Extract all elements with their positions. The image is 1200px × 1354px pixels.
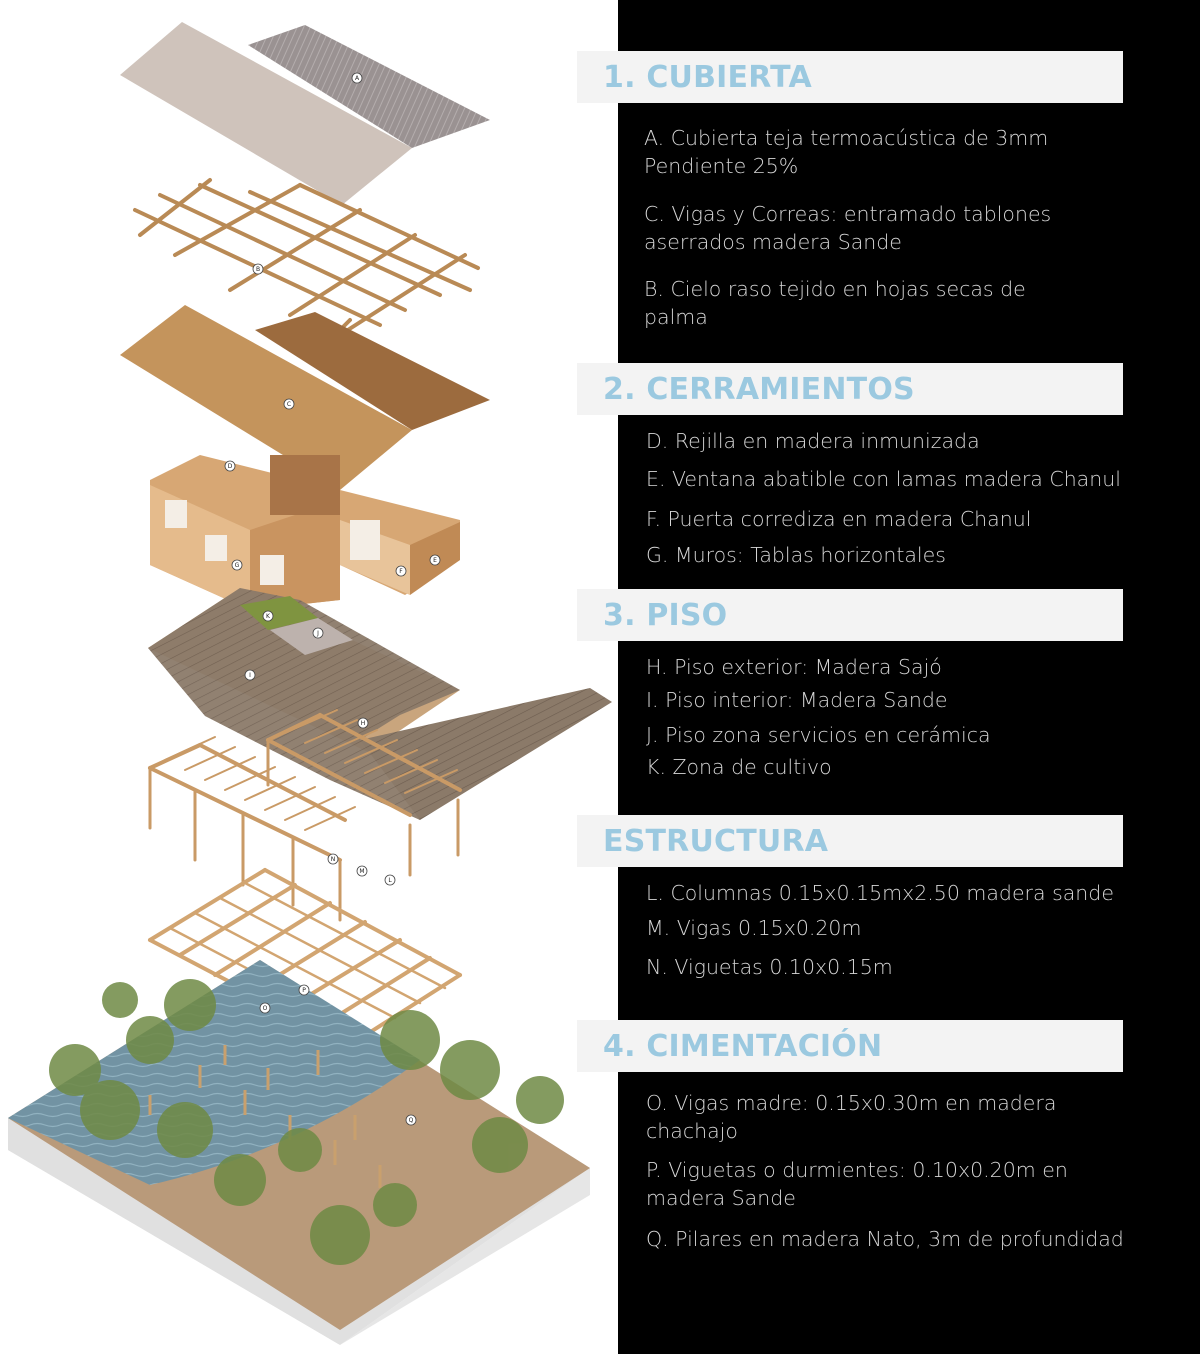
diagram-label-a: A (351, 72, 363, 84)
diagram-label-d: D (224, 460, 236, 472)
diagram-label-h: H (357, 717, 369, 729)
legend-item: E. Ventana abatible con lamas madera Cha… (646, 467, 1121, 491)
svg-text:P: P (302, 987, 306, 994)
svg-text:N: N (331, 856, 336, 863)
section-header-cubierta: 1. CUBIERTA (577, 51, 1123, 103)
section-title: ESTRUCTURA (603, 824, 829, 859)
floor-layer (148, 588, 612, 820)
legend-item: Q. Pilares en madera Nato, 3m de profund… (646, 1227, 1124, 1251)
legend-item: N. Viguetas 0.10x0.15m (646, 955, 893, 979)
diagram-label-q: Q (405, 1114, 417, 1126)
diagram-label-f: F (395, 565, 407, 577)
terrain-layer (8, 960, 590, 1345)
section-title: 3. PISO (603, 598, 728, 633)
legend-item: F. Puerta corrediza en madera Chanul (646, 507, 1032, 531)
svg-text:J: J (316, 630, 319, 637)
diagram-label-e: E (429, 554, 441, 566)
section-title: 2. CERRAMIENTOS (603, 372, 915, 407)
svg-text:M: M (359, 868, 364, 875)
legend-item: I. Piso interior: Madera Sande (646, 688, 948, 712)
diagram-label-c: C (283, 398, 295, 410)
diagram-label-m: M (356, 865, 368, 877)
svg-text:L: L (388, 877, 392, 884)
structure-layer (148, 709, 462, 922)
legend-item: O. Vigas madre: 0.15x0.30m en madera cha… (646, 1091, 1057, 1143)
svg-text:C: C (287, 401, 291, 408)
section-header-cerramientos: 2. CERRAMIENTOS (577, 363, 1123, 415)
legend-item: H. Piso exterior: Madera Sajó (646, 655, 942, 679)
diagram-label-g: G (231, 559, 243, 571)
section-title: 4. CIMENTACIÓN (603, 1029, 883, 1064)
svg-text:G: G (235, 562, 240, 569)
legend-item: P. Viguetas o durmientes: 0.10x0.20m en … (646, 1158, 1068, 1210)
diagram-label-l: L (384, 874, 396, 886)
svg-text:B: B (256, 266, 260, 273)
legend-item: D. Rejilla en madera inmunizada (646, 429, 980, 453)
legend-item: J. Piso zona servicios en cerámica (646, 723, 991, 747)
svg-text:A: A (355, 75, 360, 82)
diagram-label-p: P (298, 984, 310, 996)
diagram-label-o: O (259, 1002, 271, 1014)
roof-layer (120, 22, 490, 205)
svg-text:E: E (433, 557, 437, 564)
ceiling-layer (120, 305, 490, 490)
diagram-label-i: I (244, 669, 256, 681)
diagram-label-n: N (327, 853, 339, 865)
svg-text:H: H (361, 720, 366, 727)
legend-item: M. Vigas 0.15x0.20m (646, 916, 862, 940)
diagram-label-j: J (312, 627, 324, 639)
svg-text:Q: Q (409, 1117, 414, 1124)
diagram-labels: A B C D E F G K J I H N M L P O Q (224, 72, 441, 1126)
section-header-cimentacion: 4. CIMENTACIÓN (577, 1020, 1123, 1072)
legend-item: B. Cielo raso tejido en hojas secas de p… (644, 277, 1026, 329)
diagram-label-b: B (252, 263, 264, 275)
svg-text:I: I (249, 672, 251, 679)
section-header-estructura: ESTRUCTURA (577, 815, 1123, 867)
legend-panel (618, 0, 1200, 1354)
svg-text:O: O (263, 1005, 268, 1012)
legend-item: K. Zona de cultivo (646, 755, 832, 779)
exploded-axonometric-diagram: A B C D E F G K J I H N M L P O Q (8, 22, 612, 1345)
walls-layer (150, 455, 460, 610)
legend-item: G. Muros: Tablas horizontales (646, 543, 946, 567)
svg-text:F: F (399, 568, 403, 575)
legend-item: L. Columnas 0.15x0.15mx2.50 madera sande (646, 881, 1114, 905)
svg-text:K: K (266, 613, 271, 620)
diagram-label-k: K (262, 610, 274, 622)
section-header-piso: 3. PISO (577, 589, 1123, 641)
svg-text:D: D (228, 463, 233, 470)
legend-item: A. Cubierta teja termoacústica de 3mm Pe… (644, 126, 1049, 178)
legend-item: C. Vigas y Correas: entramado tablones a… (644, 202, 1052, 254)
section-title: 1. CUBIERTA (603, 60, 812, 95)
